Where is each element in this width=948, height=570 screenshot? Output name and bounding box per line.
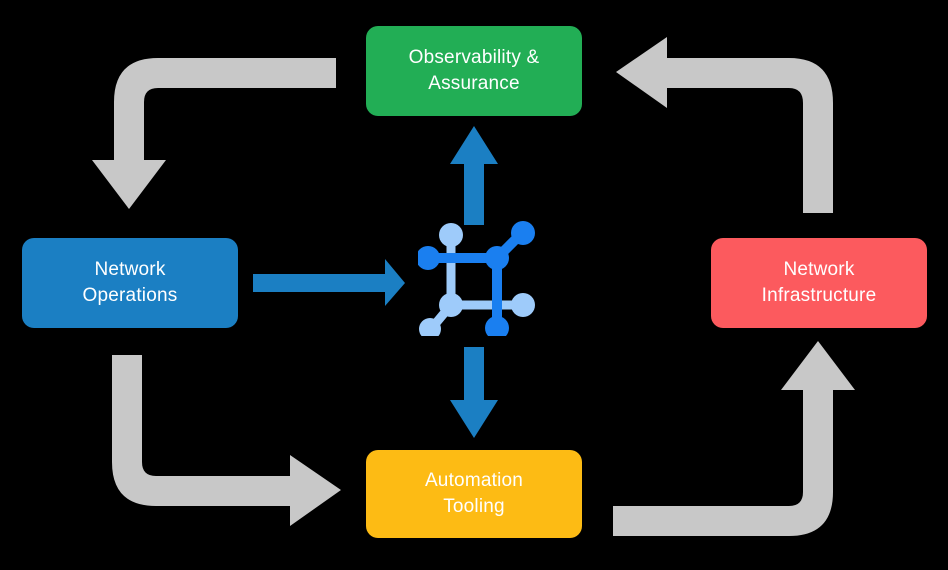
icon-node-bottomleft-light (439, 293, 463, 317)
stage-label-network-operations: Network Operations (82, 259, 178, 306)
gray-elbow-arrow-bottom-right (613, 341, 855, 536)
stage-label-network-infrastructure: Network Infrastructure (761, 259, 877, 306)
gray-elbow-arrow-bottom-left (112, 355, 341, 526)
blue-arrow-right (253, 259, 405, 306)
stage-label-automation-tooling: Automation Tooling (424, 470, 524, 517)
blue-arrow-up (450, 126, 498, 225)
icon-node-topright-dark (511, 221, 535, 245)
gray-elbow-arrow-top-left (92, 58, 336, 209)
blue-arrow-down (450, 347, 498, 438)
icon-node-bottom-dark (485, 316, 509, 336)
icon-node-top-light (439, 223, 463, 247)
icon-node-center-dark (485, 246, 509, 270)
icon-node-right-light (511, 293, 535, 317)
network-topology-icon (418, 221, 535, 336)
stage-box-observability-assurance[interactable]: Observability & Assurance (366, 26, 582, 116)
stage-box-network-operations[interactable]: Network Operations (22, 238, 238, 328)
stage-label-observability-assurance: Observability & Assurance (408, 47, 540, 94)
gray-elbow-arrow-top-right (616, 37, 833, 213)
stage-box-network-infrastructure[interactable]: Network Infrastructure (711, 238, 927, 328)
icon-node-bottomcorner-light (419, 318, 441, 336)
icon-node-left-dark (418, 246, 440, 270)
stage-box-automation-tooling[interactable]: Automation Tooling (366, 450, 582, 538)
